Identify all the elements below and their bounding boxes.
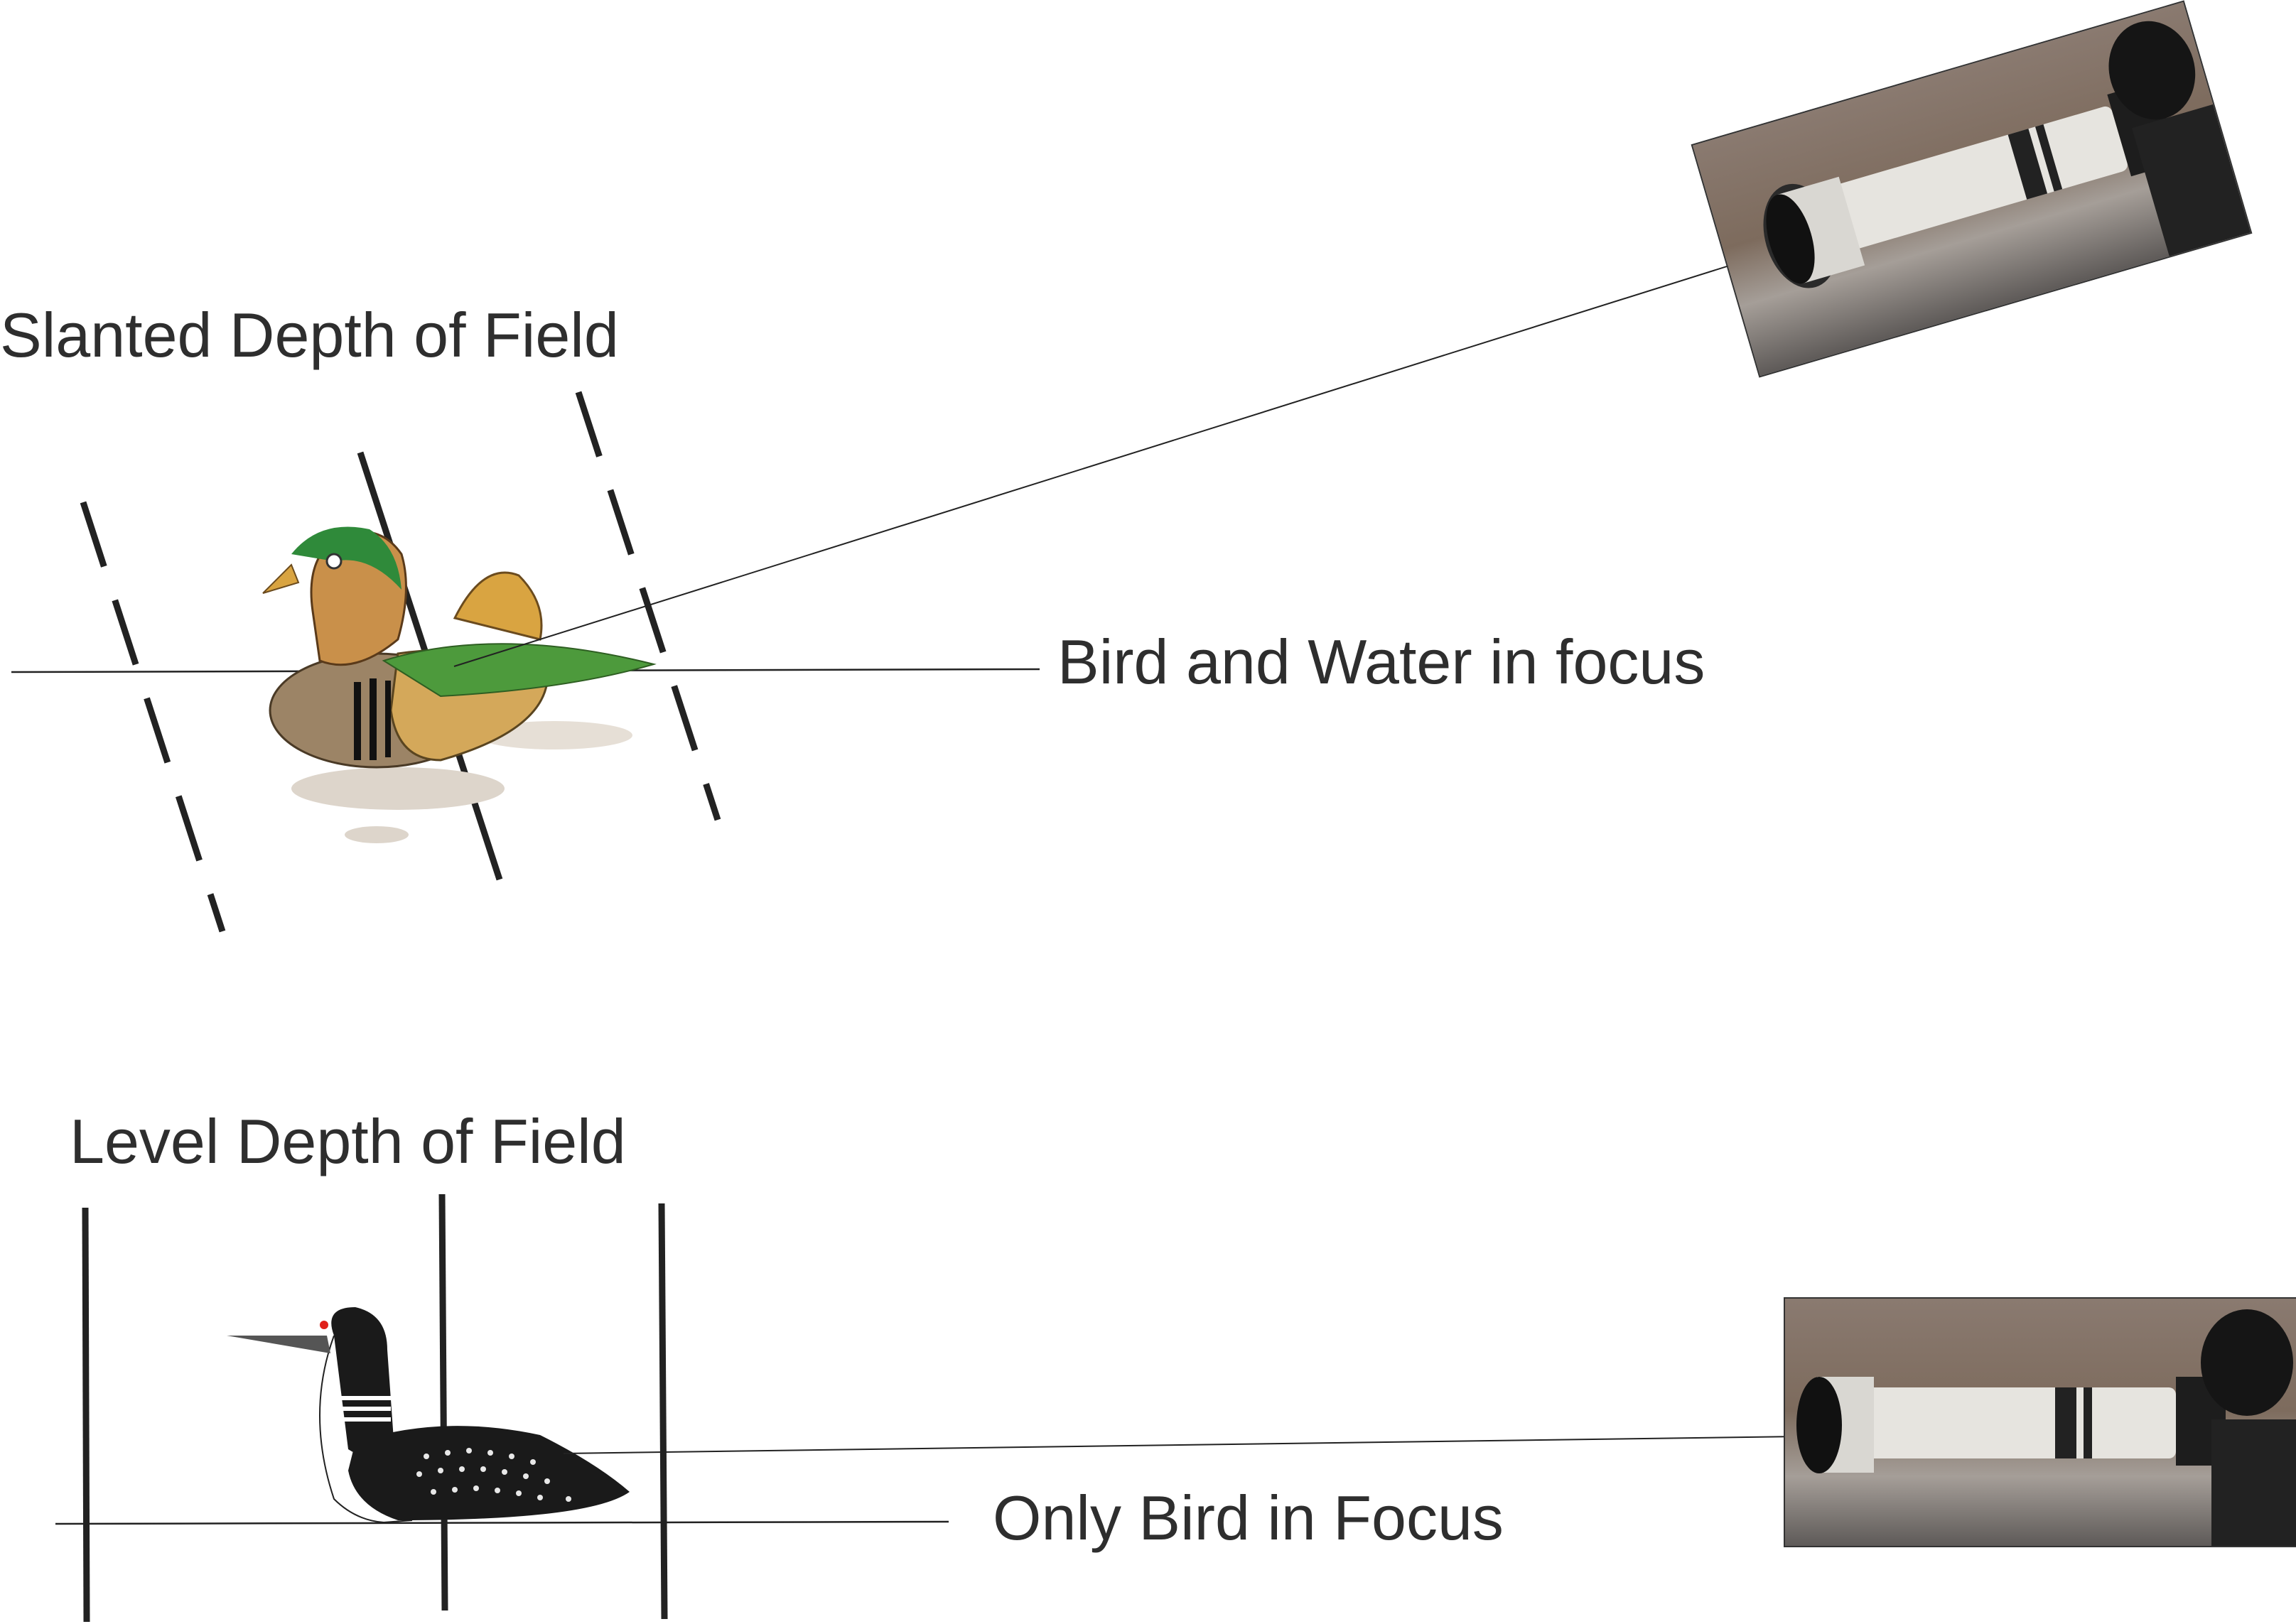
photographer-photo-level (1784, 1297, 2296, 1547)
sight-line-bottom (563, 1435, 1848, 1454)
common-loon-illustration (227, 1307, 630, 1524)
only-bird-caption: Only Bird in Focus (993, 1483, 1504, 1553)
mandarin-duck-illustration (262, 526, 657, 843)
telephoto-camera-icon (1796, 1309, 2296, 1546)
telephoto-camera-icon (1763, 21, 2252, 288)
level-dof-title: Level Depth of Field (70, 1106, 626, 1176)
slanted-dof-title: Slanted Depth of Field (0, 300, 619, 370)
photographer-photo-tilted (1691, 0, 2253, 378)
dof-near-limit (82, 1207, 90, 1623)
dof-near-limit-dashed (80, 501, 226, 933)
sight-line-top (453, 188, 1976, 667)
dof-far-limit (658, 1203, 668, 1620)
water-line-bottom (55, 1520, 949, 1525)
bird-and-water-caption: Bird and Water in focus (1057, 627, 1705, 697)
focus-plane-level (438, 1193, 448, 1611)
